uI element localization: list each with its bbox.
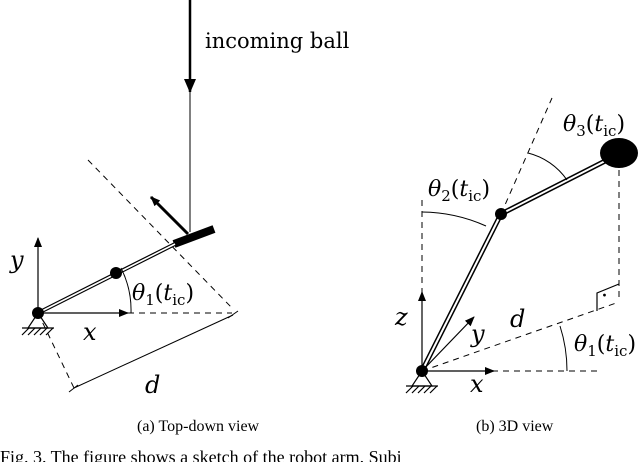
y-axis-label-3d: y xyxy=(470,320,485,348)
d-label: d xyxy=(145,371,160,399)
y-axis-label: y xyxy=(9,246,24,274)
theta1-arc xyxy=(120,267,132,314)
caption-a: (a) Top-down view xyxy=(137,418,260,435)
ground-symbol xyxy=(21,311,54,336)
racket-normal-line xyxy=(87,159,233,309)
x-axis-label: x xyxy=(83,318,97,346)
theta1-arc-3d xyxy=(559,325,568,372)
panel-b-3d: θ2(tic) θ3(tic) d · θ1(tic) xyxy=(394,97,638,435)
d-tick-left xyxy=(68,384,79,393)
panel-a-top-down: incoming ball y x xyxy=(9,0,350,435)
right-angle-dot: · xyxy=(601,284,608,309)
racket-normal-arrow xyxy=(149,195,190,236)
upper-arm-extension xyxy=(500,97,553,215)
ground-symbol-3d xyxy=(405,369,438,394)
theta1-label: θ1(tic) xyxy=(132,281,194,309)
theta1-label-3d: θ1(tic) xyxy=(574,332,636,360)
theta3-label: θ3(tic) xyxy=(563,112,625,140)
d-extension-left xyxy=(37,312,75,389)
racket-head xyxy=(600,138,638,168)
elbow-joint-3d xyxy=(495,208,507,220)
theta2-arc xyxy=(421,211,487,227)
incoming-ball-label: incoming ball xyxy=(205,29,350,53)
x-axis-label-3d: x xyxy=(470,370,484,398)
d-projection-line xyxy=(421,301,620,372)
d-label-3d: d xyxy=(510,305,525,333)
d-dimension-line xyxy=(73,314,234,389)
figure-caption-text: Fig. 3. The figure shows a sketch of the… xyxy=(0,447,402,462)
z-axis-label-3d: z xyxy=(394,303,408,331)
caption-b: (b) 3D view xyxy=(476,418,554,435)
theta2-label: θ2(tic) xyxy=(428,177,490,205)
y-axis-arrow-3d xyxy=(421,316,475,372)
theta3-arc xyxy=(527,152,568,181)
right-angle-marker xyxy=(596,283,620,311)
racket xyxy=(172,225,216,248)
elbow-joint xyxy=(110,267,122,279)
